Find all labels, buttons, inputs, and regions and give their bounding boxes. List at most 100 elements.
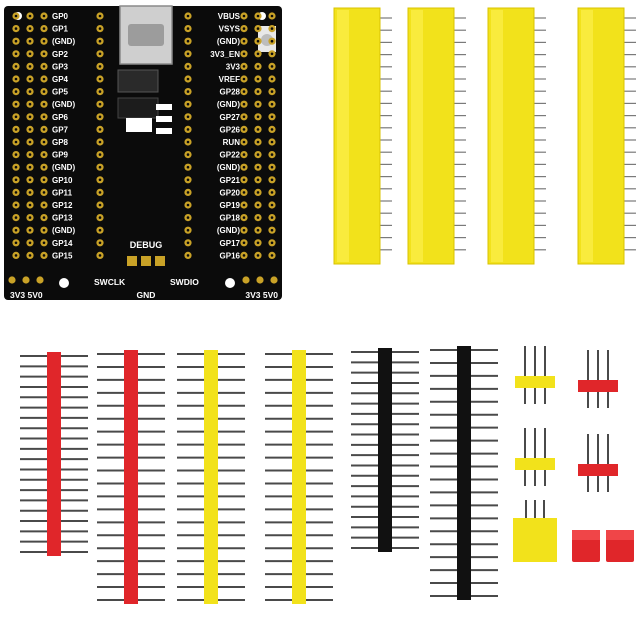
pad-hole-icon <box>14 178 18 182</box>
pad-hole-icon <box>98 165 102 169</box>
debug-pad-icon <box>141 256 151 266</box>
pad-hole-icon <box>270 14 274 18</box>
pad-hole-icon <box>270 27 274 30</box>
pad-hole-icon <box>14 27 18 30</box>
pad-hole-icon <box>242 191 246 194</box>
3pin-header-yellow <box>515 346 555 404</box>
pad-hole-icon <box>186 153 190 156</box>
pin-label-right: GP27 <box>220 113 241 122</box>
debug-pad-icon <box>155 256 165 266</box>
pad-hole-icon <box>242 65 246 68</box>
pad-hole-icon <box>242 39 246 43</box>
pin-label-right: GP16 <box>220 251 241 260</box>
pad-hole-icon <box>270 191 274 194</box>
pin-label-left: GP4 <box>52 75 69 84</box>
mount-hole-icon <box>59 278 69 288</box>
pin-label-right: (GND) <box>217 226 240 235</box>
pad-hole-icon <box>270 140 274 144</box>
pad-hole-icon <box>14 165 18 169</box>
pad-hole-icon <box>28 203 32 207</box>
mount-hole-icon <box>225 278 235 288</box>
pad-hole-icon <box>98 128 102 131</box>
male-header-strip <box>204 350 218 604</box>
pad-hole-icon <box>98 52 102 56</box>
pad-hole-icon <box>14 77 18 81</box>
pad-hole-icon <box>98 140 102 144</box>
pad-hole-icon <box>98 115 102 119</box>
power-pad-icon <box>36 276 44 284</box>
pad-hole-icon <box>14 115 18 119</box>
pad-hole-icon <box>186 191 190 194</box>
pad-hole-icon <box>256 65 260 68</box>
pad-hole-icon <box>256 241 260 245</box>
pin-label-left: GP3 <box>52 62 69 71</box>
pad-hole-icon <box>186 14 190 18</box>
pad-hole-icon <box>242 128 246 131</box>
pin-label-right: GP20 <box>220 188 241 197</box>
pad-hole-icon <box>186 228 190 232</box>
breakout-board: GP0GP1(GND)GP2GP3GP4GP5(GND)GP6GP7GP8GP9… <box>4 5 282 300</box>
pad-hole-icon <box>42 216 46 219</box>
pad-hole-icon <box>270 178 274 182</box>
pad-hole-icon <box>42 65 46 68</box>
pad-hole-icon <box>186 216 190 219</box>
pad-hole-icon <box>242 52 246 56</box>
pad-hole-icon <box>28 165 32 169</box>
debug-label: DEBUG <box>130 240 163 250</box>
pad-hole-icon <box>98 254 102 257</box>
pad-hole-icon <box>98 241 102 245</box>
male-header-strip <box>292 350 306 604</box>
power-pad-icon <box>256 276 264 284</box>
pad-hole-icon <box>270 254 274 257</box>
pin-label-right: GP26 <box>220 125 241 134</box>
pad-hole-icon <box>98 203 102 207</box>
pad-hole-icon <box>42 90 46 93</box>
swdio-label: SWDIO <box>170 277 199 287</box>
debug-pad-icon <box>127 256 137 266</box>
male-header-strip <box>457 346 471 600</box>
pin-label-left: GP15 <box>52 251 73 260</box>
pad-hole-icon <box>242 102 246 106</box>
pad-hole-icon <box>98 178 102 182</box>
pad-hole-icon <box>98 14 102 18</box>
male-header-black <box>351 348 419 552</box>
pad-hole-icon <box>14 52 18 56</box>
pad-hole-icon <box>242 115 246 119</box>
pin-label-left: GP14 <box>52 239 73 248</box>
pad-hole-icon <box>186 241 190 245</box>
pad-hole-icon <box>186 115 190 119</box>
pad-hole-icon <box>270 52 274 56</box>
pad-hole-icon <box>270 153 274 156</box>
pin-label-left: GP9 <box>52 151 69 160</box>
pad-hole-icon <box>186 203 190 207</box>
power-label-left: 3V3 5V0 <box>10 290 43 300</box>
header-highlight <box>491 10 503 262</box>
pad-hole-icon <box>256 203 260 207</box>
pad-hole-icon <box>42 115 46 119</box>
pad-hole-icon <box>186 128 190 131</box>
pin-label-left: GP11 <box>52 188 73 197</box>
pad-hole-icon <box>98 27 102 30</box>
male-header-strip <box>47 352 61 556</box>
pad-hole-icon <box>42 140 46 144</box>
pad-hole-icon <box>256 140 260 144</box>
male-header-yellow <box>265 350 333 604</box>
pad-hole-icon <box>42 241 46 245</box>
pad-hole-icon <box>270 77 274 81</box>
pad-hole-icon <box>42 165 46 169</box>
pad-hole-icon <box>242 27 246 30</box>
chip-icon <box>117 97 159 119</box>
pin-label-right: VREF <box>219 75 240 84</box>
male-header-black <box>430 346 498 600</box>
pad-hole-icon <box>186 77 190 81</box>
pin-label-left: GP8 <box>52 138 69 147</box>
female-header-20pin <box>407 7 466 265</box>
jumper-cap-red <box>572 530 600 562</box>
pin-label-right: (GND) <box>217 37 240 46</box>
pad-hole-icon <box>242 90 246 93</box>
pad-hole-icon <box>270 115 274 119</box>
regulator-icon <box>117 69 159 93</box>
pad-hole-icon <box>186 178 190 182</box>
power-pad-icon <box>270 276 278 284</box>
pad-hole-icon <box>28 241 32 245</box>
